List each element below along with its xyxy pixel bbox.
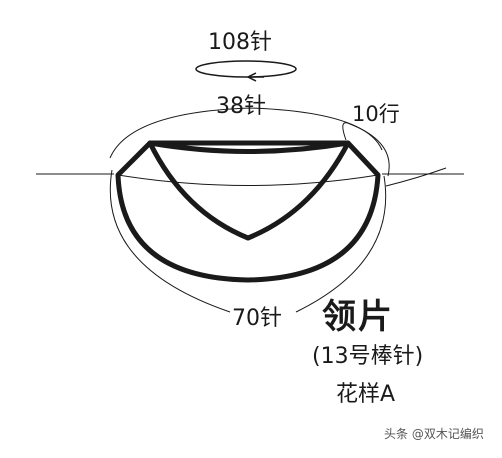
pattern-note: 花样A	[336, 382, 396, 407]
collar-outer-outline	[115, 140, 381, 283]
rows-bracket	[342, 122, 390, 177]
inner-edge-curve	[117, 174, 379, 186]
side-rows-label: 10行	[352, 102, 400, 126]
neck-stitches-label: 38针	[216, 94, 266, 119]
needle-note: (13号棒针)	[312, 344, 424, 369]
outer-stitches-label: 70针	[232, 306, 282, 331]
round-direction-ellipse	[195, 60, 297, 78]
piece-title: 领片	[322, 297, 394, 337]
collar-neck-opening	[147, 140, 351, 241]
rows-leader	[385, 167, 447, 187]
outer-stitches-bracket	[109, 169, 231, 313]
outer-stitches-bracket-right	[295, 175, 387, 313]
round-stitches-label: 108针	[208, 30, 272, 55]
watermark-text: 头条 @双木记编织	[384, 427, 484, 441]
round-arrowhead-icon	[246, 72, 257, 82]
